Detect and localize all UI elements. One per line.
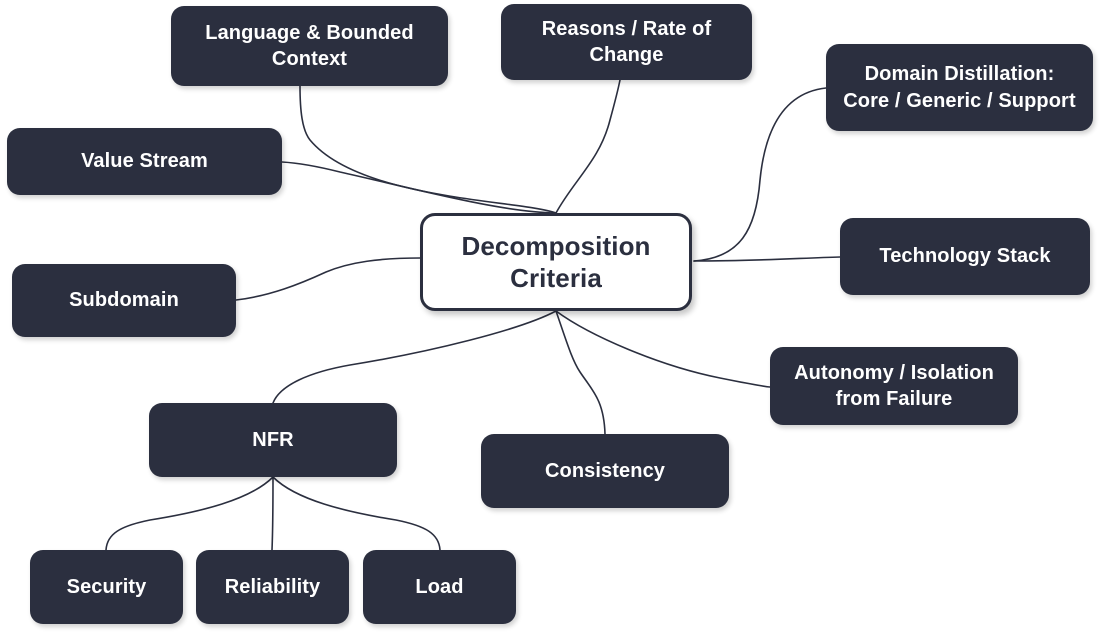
edge-center-to-nfr <box>272 310 557 404</box>
node-subdomain[interactable]: Subdomain <box>12 264 236 337</box>
edge-center-to-language-bounded-context <box>299 85 557 214</box>
node-language-bounded-context[interactable]: Language & Bounded Context <box>171 6 448 86</box>
node-consistency[interactable]: Consistency <box>481 434 729 508</box>
node-label: Value Stream <box>81 150 208 173</box>
node-technology-stack[interactable]: Technology Stack <box>840 218 1090 295</box>
node-label: Load <box>415 575 464 598</box>
node-label: Subdomain <box>69 289 179 312</box>
edge-center-to-value-stream <box>281 161 557 214</box>
node-label: Technology Stack <box>879 245 1051 268</box>
node-nfr[interactable]: NFR <box>149 403 397 477</box>
node-label: Security <box>66 575 147 598</box>
node-label: Domain Distillation: Core / Generic / Su… <box>843 63 1076 112</box>
edge-center-to-reasons-rate-of-change <box>555 79 621 214</box>
node-domain-distillation[interactable]: Domain Distillation: Core / Generic / Su… <box>826 44 1093 131</box>
node-autonomy-isolation[interactable]: Autonomy / Isolation from Failure <box>770 347 1018 425</box>
edge-center-to-technology-stack <box>693 256 841 262</box>
edge-nfr-to-security <box>105 476 274 551</box>
node-reasons-rate-of-change[interactable]: Reasons / Rate of Change <box>501 4 752 80</box>
edge-center-to-consistency <box>555 310 606 435</box>
node-label: Autonomy / Isolation from Failure <box>794 361 994 410</box>
edge-center-to-autonomy-isolation <box>555 310 771 388</box>
edge-center-to-subdomain <box>235 257 421 301</box>
node-center-decomposition-criteria[interactable]: Decomposition Criteria <box>420 213 692 311</box>
node-label: NFR <box>252 428 294 451</box>
edge-nfr-to-load <box>272 476 441 551</box>
node-label: Language & Bounded Context <box>205 21 414 70</box>
node-load[interactable]: Load <box>363 550 516 624</box>
node-value-stream[interactable]: Value Stream <box>7 128 282 195</box>
node-label: Decomposition Criteria <box>461 230 651 294</box>
edge-center-to-domain-distillation <box>693 87 827 262</box>
node-label: Reliability <box>224 575 321 598</box>
node-label: Consistency <box>544 459 666 482</box>
node-security[interactable]: Security <box>30 550 183 624</box>
edge-nfr-to-reliability <box>271 476 274 551</box>
node-reliability[interactable]: Reliability <box>196 550 349 624</box>
node-label: Reasons / Rate of Change <box>541 17 712 66</box>
